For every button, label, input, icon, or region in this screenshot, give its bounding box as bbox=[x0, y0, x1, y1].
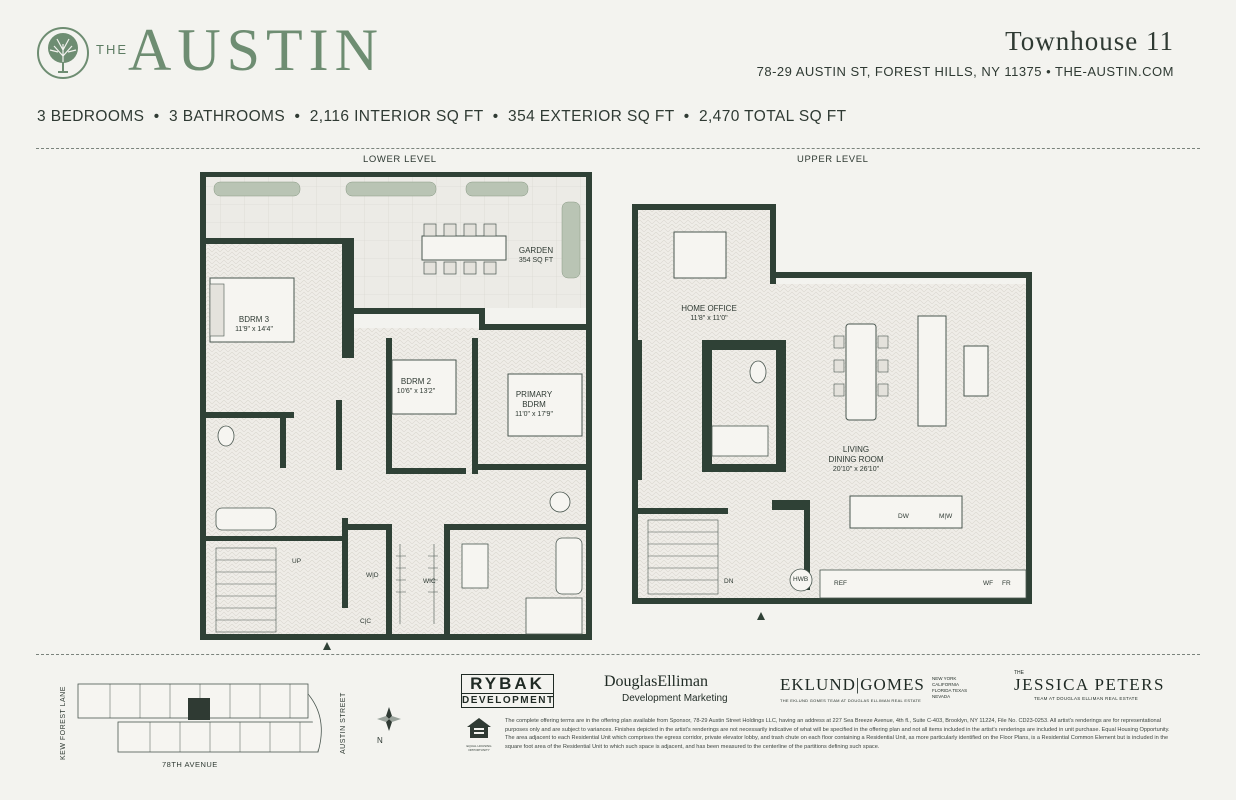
ref-label: REF bbox=[834, 580, 847, 587]
bdrm3-label: BDRM 3 11'9" x 14'4" bbox=[224, 315, 284, 335]
garden-name: GARDEN bbox=[518, 246, 554, 255]
logo-name: AUSTIN bbox=[128, 17, 384, 83]
living-name-1: LIVING bbox=[842, 445, 870, 454]
upper-level-label: UPPER LEVEL bbox=[797, 154, 869, 165]
primary-name-2: BDRM bbox=[522, 400, 546, 409]
wf-label: WF bbox=[983, 580, 994, 587]
bdrm2-dim: 10'6" x 13'2" bbox=[396, 388, 436, 395]
eg-states: NEW YORK CALIFORNIA FLORIDA TEXAS NEVADA bbox=[932, 676, 968, 699]
jp-sub: TEAM AT DOUGLAS ELLIMAN REAL ESTATE bbox=[1034, 696, 1139, 701]
bdrm2-name: BDRM 2 bbox=[400, 377, 432, 386]
unit-title: Townhouse 11 bbox=[1005, 26, 1174, 56]
primary-dim: 11'0" x 17'9" bbox=[515, 411, 553, 418]
bdrm2-label: BDRM 2 10'6" x 13'2" bbox=[386, 377, 446, 397]
compass-north-label: N bbox=[377, 736, 383, 745]
mw-label: M|W bbox=[939, 513, 953, 520]
bdrm3-name: BDRM 3 bbox=[238, 315, 270, 324]
primary-bdrm-label: PRIMARY BDRM 11'0" x 17'9" bbox=[504, 390, 564, 420]
jp-name: JESSICA PETERS bbox=[1014, 675, 1165, 694]
divider-top bbox=[36, 148, 1200, 149]
equal-housing-icon bbox=[467, 718, 491, 738]
key-street-left: KEW FOREST LANE bbox=[60, 686, 67, 760]
lower-level-label: LOWER LEVEL bbox=[363, 154, 437, 165]
de-name: DouglasElliman bbox=[604, 673, 708, 690]
rybak-name: RYBAK bbox=[461, 674, 554, 694]
bdrm3-dim: 11'9" x 14'4" bbox=[235, 326, 273, 333]
legal-disclaimer: The complete offering terms are in the o… bbox=[505, 718, 1170, 750]
tree-icon bbox=[37, 27, 89, 79]
unit-stats: 3 BEDROOMS • 3 BATHROOMS • 2,116 INTERIO… bbox=[37, 108, 847, 125]
upper-level-plan bbox=[632, 204, 1032, 620]
equal-housing-logo: EQUAL HOUSING OPPORTUNITY bbox=[462, 717, 496, 752]
jp-the: THE bbox=[1014, 670, 1024, 676]
living-label: LIVING DINING ROOM 20'10" x 26'10" bbox=[818, 445, 894, 475]
dw-label: DW bbox=[898, 513, 909, 520]
office-dim: 11'8" x 11'0" bbox=[690, 315, 728, 322]
logo bbox=[36, 26, 90, 80]
dn-label: DN bbox=[724, 578, 734, 585]
eg-sub: THE EKLUND GOMES TEAM AT DOUGLAS ELLIMAN… bbox=[780, 698, 922, 703]
living-dim: 20'10" x 26'10" bbox=[832, 466, 880, 473]
address: 78-29 AUSTIN ST, FOREST HILLS, NY 11375 … bbox=[756, 64, 1174, 79]
living-name-2: DINING ROOM bbox=[828, 455, 884, 464]
logo-the: THE bbox=[96, 42, 128, 57]
eho-text: EQUAL HOUSING OPPORTUNITY bbox=[466, 744, 492, 752]
office-name: HOME OFFICE bbox=[681, 304, 737, 313]
jessica-peters-logo: THE JESSICA PETERS TEAM AT DOUGLAS ELLIM… bbox=[1014, 670, 1165, 701]
douglas-elliman-logo: DouglasElliman Development Marketing bbox=[604, 673, 728, 704]
key-street-right: AUSTIN STREET bbox=[340, 692, 347, 754]
hwb-label: HWB bbox=[793, 576, 809, 583]
primary-name-1: PRIMARY bbox=[515, 390, 553, 399]
lower-up-label: UP bbox=[292, 558, 302, 565]
key-street-bottom: 78TH AVENUE bbox=[162, 760, 218, 769]
de-sub: Development Marketing bbox=[622, 693, 728, 704]
garden-area: 354 SQ FT bbox=[518, 257, 554, 264]
eklund-gomes-logo: EKLUND|GOMES THE EKLUND GOMES TEAM AT DO… bbox=[780, 675, 925, 703]
key-plan bbox=[77, 683, 322, 753]
compass-icon bbox=[377, 707, 401, 731]
cc-label: C|C bbox=[360, 618, 372, 625]
garden-label: GARDEN 354 SQ FT bbox=[508, 246, 564, 266]
office-label: HOME OFFICE 11'8" x 11'0" bbox=[673, 304, 745, 324]
wic-label: WIC bbox=[423, 578, 436, 585]
rybak-logo: RYBAK DEVELOPMENT bbox=[461, 674, 554, 708]
wd-label: W|D bbox=[366, 572, 379, 579]
eg-name: EKLUND|GOMES bbox=[780, 675, 925, 694]
lower-level-plan bbox=[200, 172, 592, 650]
fr-label: FR bbox=[1002, 580, 1011, 587]
rybak-sub: DEVELOPMENT bbox=[461, 694, 555, 708]
divider-bottom bbox=[36, 654, 1200, 655]
